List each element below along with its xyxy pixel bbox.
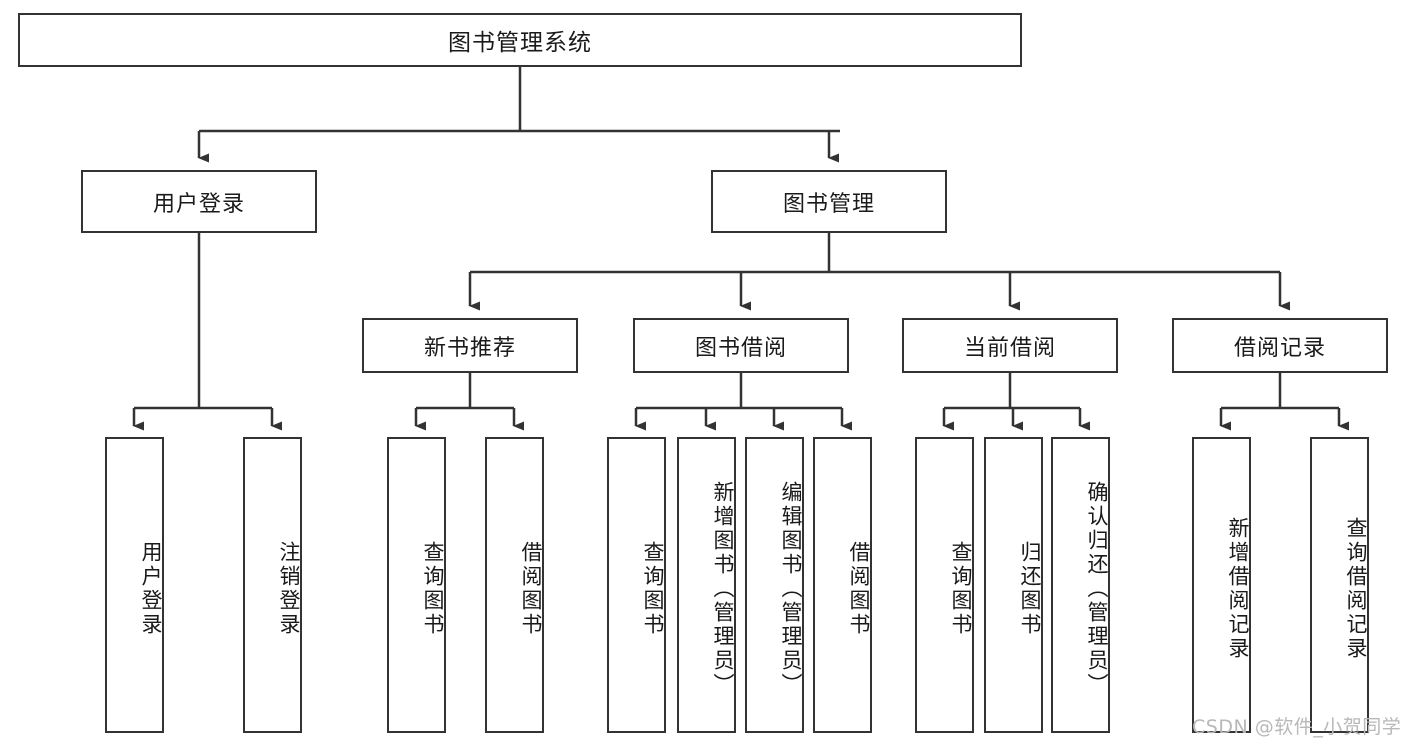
node-borrow-records[interactable]: 借阅记录 xyxy=(1172,318,1388,373)
leaf-logout-label: 注销登录 xyxy=(277,541,301,637)
leaf-borrow-book[interactable]: 借阅图书 xyxy=(813,437,872,733)
csdn-watermark: CSDN @软件_小贺同学 xyxy=(1192,716,1402,738)
node-root-label: 图书管理系统 xyxy=(448,30,592,56)
node-book-management-label: 图书管理 xyxy=(782,191,875,217)
leaf-query-book-recommend-label: 查询图书 xyxy=(421,541,445,637)
node-new-book-recommend[interactable]: 新书推荐 xyxy=(362,318,578,373)
node-book-management[interactable]: 图书管理 xyxy=(711,170,947,233)
leaf-query-borrow-record[interactable]: 查询借阅记录 xyxy=(1310,437,1369,733)
leaf-return-book-label: 归还图书 xyxy=(1018,541,1042,637)
leaf-user-login[interactable]: 用户登录 xyxy=(105,437,164,733)
node-current-borrow-label: 当前借阅 xyxy=(963,335,1056,361)
leaf-borrow-book-recommend-label: 借阅图书 xyxy=(519,541,543,637)
leaf-edit-book-admin[interactable]: 编辑图书（管理员） xyxy=(745,437,804,733)
node-book-borrow-label: 图书借阅 xyxy=(694,335,787,361)
node-user-login-label: 用户登录 xyxy=(152,191,245,217)
leaf-add-borrow-record[interactable]: 新增借阅记录 xyxy=(1192,437,1251,733)
leaf-query-book-recommend[interactable]: 查询图书 xyxy=(387,437,446,733)
edge-user-login-to-leaves xyxy=(132,233,282,431)
edge-new-book-to-leaves xyxy=(414,373,524,431)
edge-records-to-leaves xyxy=(1219,373,1349,431)
leaf-add-book-admin[interactable]: 新增图书（管理员） xyxy=(677,437,736,733)
leaf-query-book-borrow[interactable]: 查询图书 xyxy=(607,437,666,733)
node-borrow-records-label: 借阅记录 xyxy=(1233,335,1326,361)
node-book-borrow[interactable]: 图书借阅 xyxy=(633,318,849,373)
leaf-confirm-return-admin[interactable]: 确认归还（管理员） xyxy=(1051,437,1110,733)
leaf-borrow-book-recommend[interactable]: 借阅图书 xyxy=(485,437,544,733)
node-current-borrow[interactable]: 当前借阅 xyxy=(902,318,1118,373)
edge-current-borrow-to-leaves xyxy=(942,373,1090,431)
node-new-book-recommend-label: 新书推荐 xyxy=(423,335,516,361)
leaf-confirm-return-admin-label: 确认归还（管理员） xyxy=(1085,481,1109,697)
edge-borrow-to-leaves xyxy=(634,373,852,431)
leaf-query-book-current[interactable]: 查询图书 xyxy=(915,437,974,733)
leaf-logout[interactable]: 注销登录 xyxy=(243,437,302,733)
leaf-user-login-label: 用户登录 xyxy=(139,541,163,637)
leaf-query-borrow-record-label: 查询借阅记录 xyxy=(1344,517,1368,661)
leaf-add-borrow-record-label: 新增借阅记录 xyxy=(1226,517,1250,661)
leaf-query-book-borrow-label: 查询图书 xyxy=(641,541,665,637)
leaf-add-book-admin-label: 新增图书（管理员） xyxy=(711,481,735,697)
edge-root-to-level2 xyxy=(197,67,840,163)
leaf-query-book-current-label: 查询图书 xyxy=(949,541,973,637)
node-root[interactable]: 图书管理系统 xyxy=(18,13,1022,67)
leaf-edit-book-admin-label: 编辑图书（管理员） xyxy=(779,481,803,697)
edge-book-mgmt-to-level3 xyxy=(468,233,1290,311)
node-user-login[interactable]: 用户登录 xyxy=(81,170,317,233)
leaf-borrow-book-label: 借阅图书 xyxy=(847,541,871,637)
leaf-return-book[interactable]: 归还图书 xyxy=(984,437,1043,733)
